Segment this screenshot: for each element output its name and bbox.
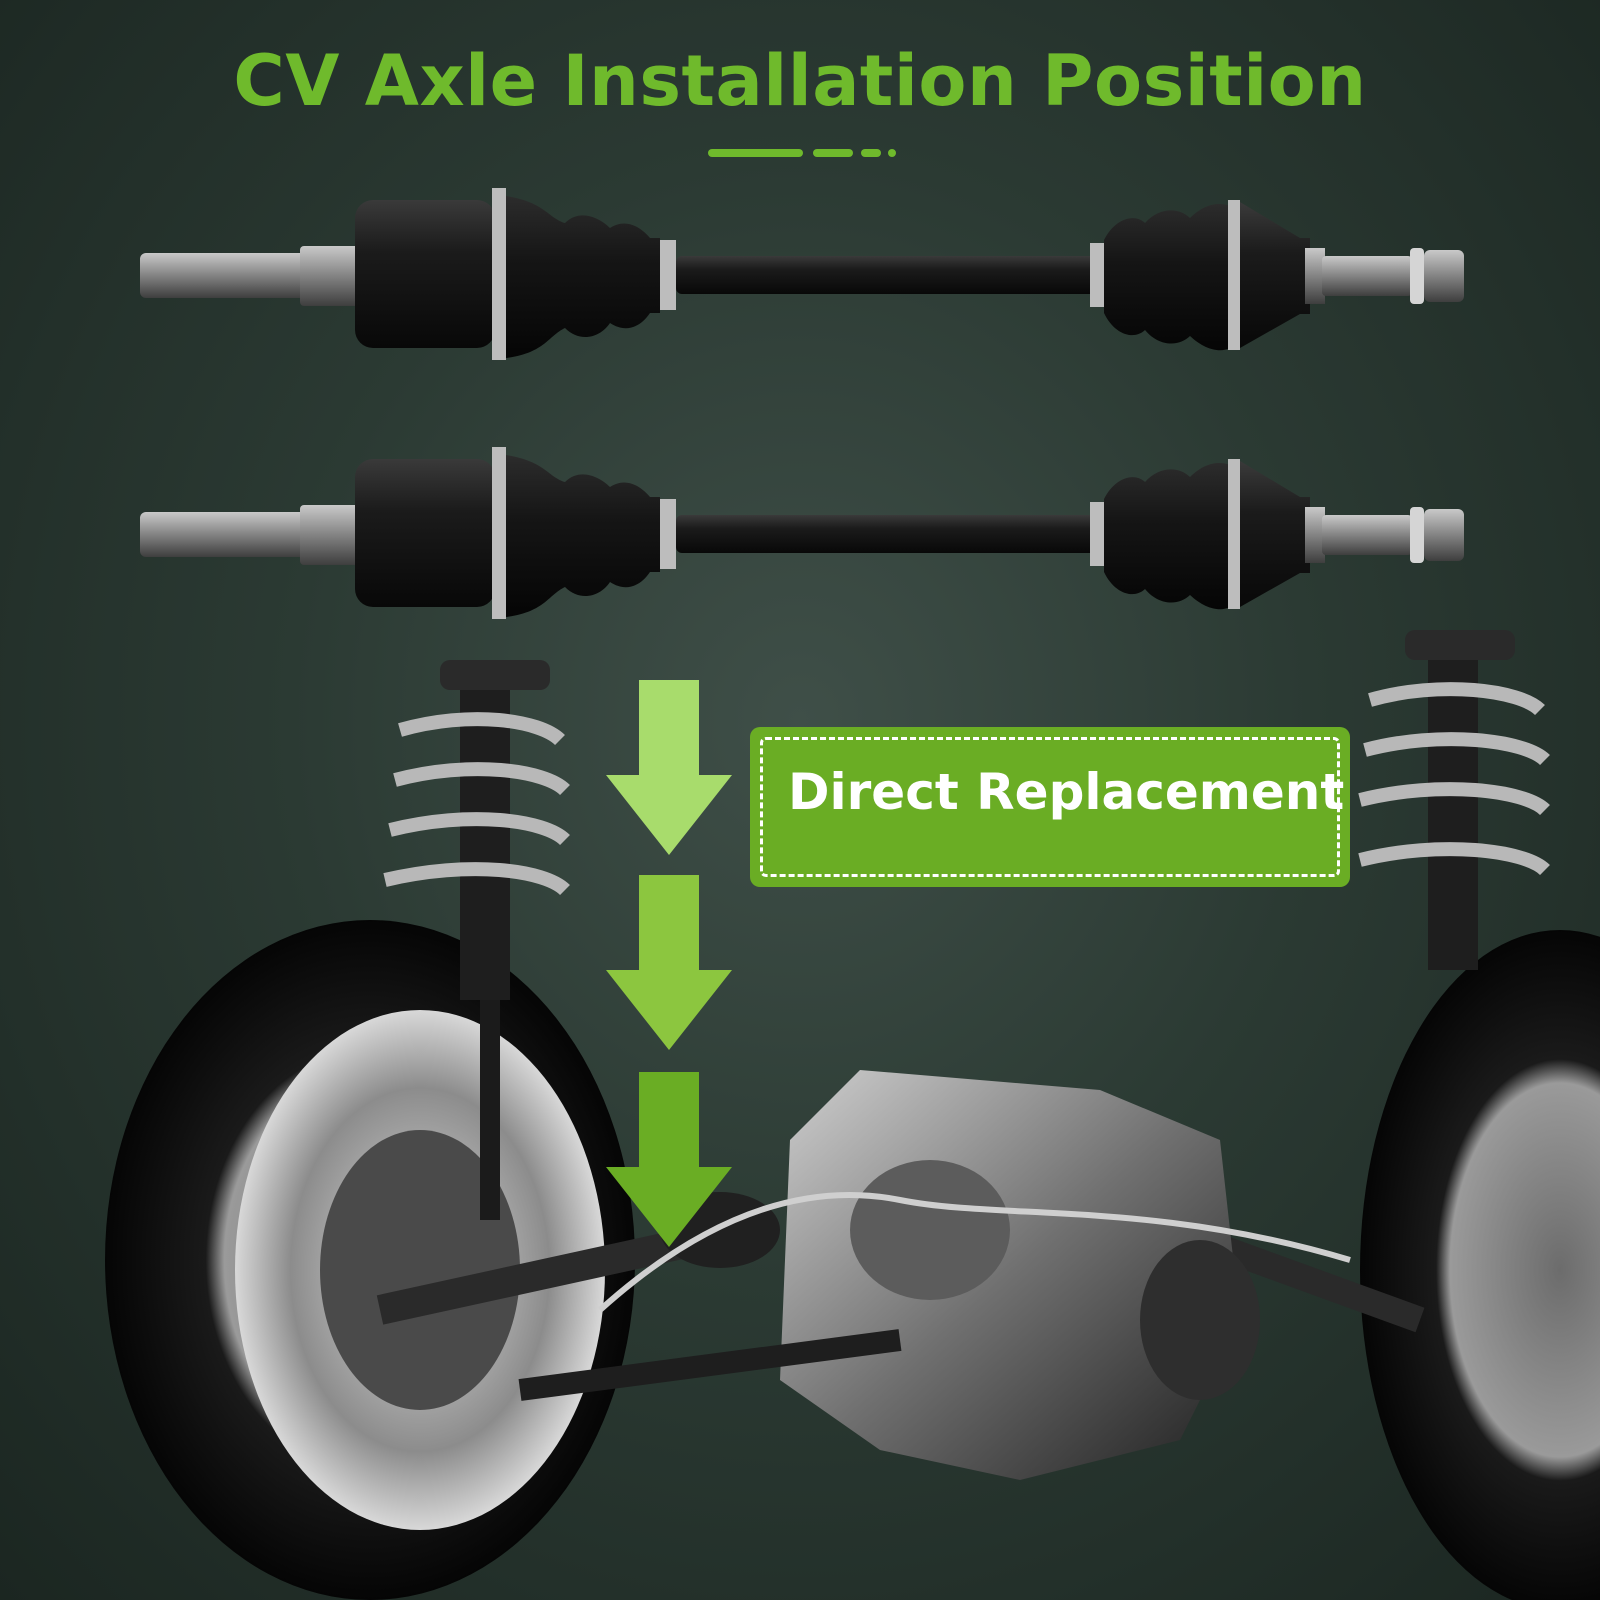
title-divider — [708, 149, 896, 159]
down-arrow-icon — [606, 1072, 732, 1247]
cv-axle-bottom — [0, 437, 1600, 637]
badge-label: Direct Replacement — [788, 763, 1345, 821]
direct-replacement-badge: Direct Replacement — [750, 727, 1350, 887]
cv-axle-top — [0, 178, 1600, 378]
badge-dashed-border — [760, 737, 1340, 877]
down-arrow-icon — [606, 875, 732, 1050]
suspension-illustration — [0, 620, 1600, 1604]
down-arrow-icon — [606, 680, 732, 855]
page-title: CV Axle Installation Position — [233, 40, 1367, 122]
